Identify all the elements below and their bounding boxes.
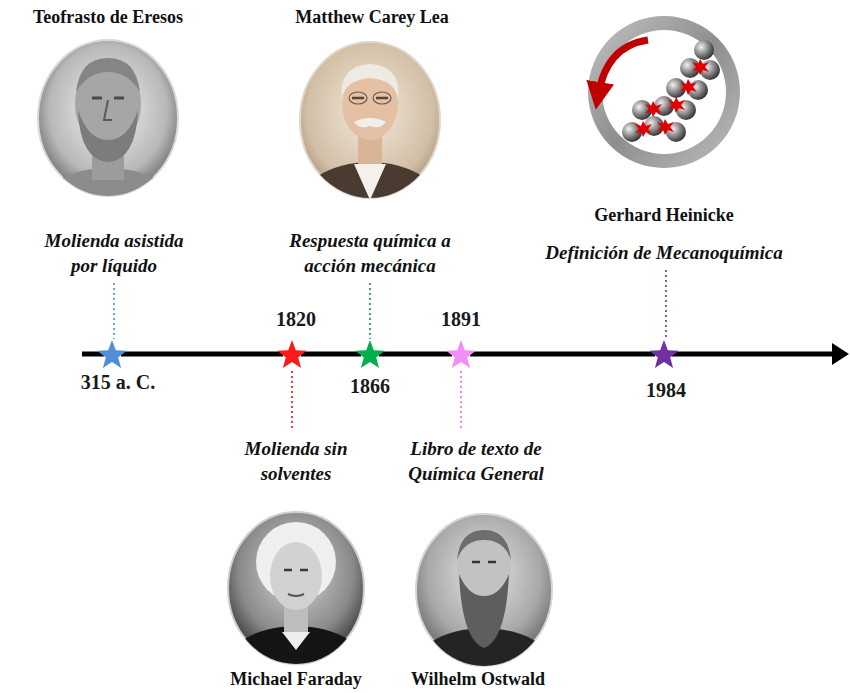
timeline-star: 315 a. C. xyxy=(103,339,121,369)
star-shape xyxy=(277,339,307,369)
scientist-name: Michael Faraday xyxy=(206,668,386,690)
timeline-star: 1820 xyxy=(283,339,301,369)
bust-figure xyxy=(36,58,180,252)
hair xyxy=(457,530,511,560)
leader-line xyxy=(291,371,293,431)
milestone-description: Definición de Mecanoquímica xyxy=(499,240,829,265)
bust-nose xyxy=(104,100,112,120)
ball xyxy=(694,40,714,60)
star-shape xyxy=(649,339,679,369)
mouth xyxy=(288,594,304,596)
portrait-lea xyxy=(296,42,444,258)
collar xyxy=(282,632,310,650)
portrait-figure xyxy=(222,522,370,693)
mustache xyxy=(354,118,386,127)
timeline-axis-segment xyxy=(470,352,655,357)
year-label: 1891 xyxy=(441,307,481,331)
face xyxy=(270,542,322,610)
portrait-figure xyxy=(410,530,558,693)
leader-line xyxy=(665,270,667,339)
star-shape xyxy=(97,339,127,369)
eyes xyxy=(284,569,308,572)
scientist-name: Gerhard Heinicke xyxy=(554,204,774,226)
axis-end xyxy=(672,352,836,357)
star-marker xyxy=(97,340,126,368)
timeline-axis-segment xyxy=(121,352,283,357)
portrait-teofrasto xyxy=(36,40,180,252)
scientist-name: Matthew Carey Lea xyxy=(262,6,482,28)
spectacles xyxy=(373,92,391,104)
bust-beard xyxy=(78,110,138,162)
rotation-arrow xyxy=(598,40,648,96)
star-marker xyxy=(649,340,678,368)
milestone-description: Respuesta química a acción mecánica xyxy=(270,228,470,278)
shirt-front xyxy=(354,164,386,200)
milling-balls xyxy=(622,40,720,142)
timeline-axis-segment xyxy=(379,352,452,357)
star-marker xyxy=(277,340,306,368)
bust-hair xyxy=(76,58,140,92)
impact-burst xyxy=(692,59,709,75)
beard xyxy=(459,574,509,648)
year-label: 1866 xyxy=(350,374,390,398)
leader-line xyxy=(460,371,462,431)
scientist-name: Teofrasto de Eresos xyxy=(8,6,208,28)
eyes xyxy=(352,97,388,100)
bust-eyes xyxy=(92,97,124,100)
portrait-ostwald xyxy=(410,514,558,693)
star-shape xyxy=(355,339,385,369)
eyes xyxy=(472,561,496,564)
timeline-star: 1984 xyxy=(655,339,673,369)
scientist-name: Wilhelm Ostwald xyxy=(388,668,568,690)
milestone-description: Libro de texto de Química General xyxy=(387,436,565,486)
milestone-description: Molienda asistida por líquido xyxy=(33,228,195,278)
mill-ring xyxy=(588,16,740,168)
ball-mill-icon xyxy=(588,16,740,168)
leader-line xyxy=(369,283,371,339)
timeline-star: 1866 xyxy=(361,339,379,369)
impact-burst xyxy=(668,97,685,113)
portrait-frame xyxy=(38,40,178,196)
milestone-description: Molienda sin solventes xyxy=(226,436,366,486)
year-label: 1984 xyxy=(646,378,686,402)
impact-burst xyxy=(635,121,652,137)
portrait-faraday xyxy=(222,512,370,693)
impact-burst xyxy=(645,101,662,117)
leader-lines xyxy=(114,270,666,431)
impact-bursts xyxy=(635,59,709,137)
timeline-star: 1891 xyxy=(452,339,470,369)
axis-arrowhead xyxy=(832,343,849,365)
star-marker xyxy=(446,340,475,368)
impact-burst xyxy=(657,119,674,135)
year-label: 315 a. C. xyxy=(81,370,155,394)
timeline-axis-segment xyxy=(301,352,361,357)
portrait-figure xyxy=(296,64,444,258)
spectacles xyxy=(349,92,367,104)
star-shape xyxy=(446,339,476,369)
leader-line xyxy=(113,283,115,339)
year-label: 1820 xyxy=(276,307,316,331)
impact-burst xyxy=(680,79,697,95)
star-marker xyxy=(355,340,384,368)
